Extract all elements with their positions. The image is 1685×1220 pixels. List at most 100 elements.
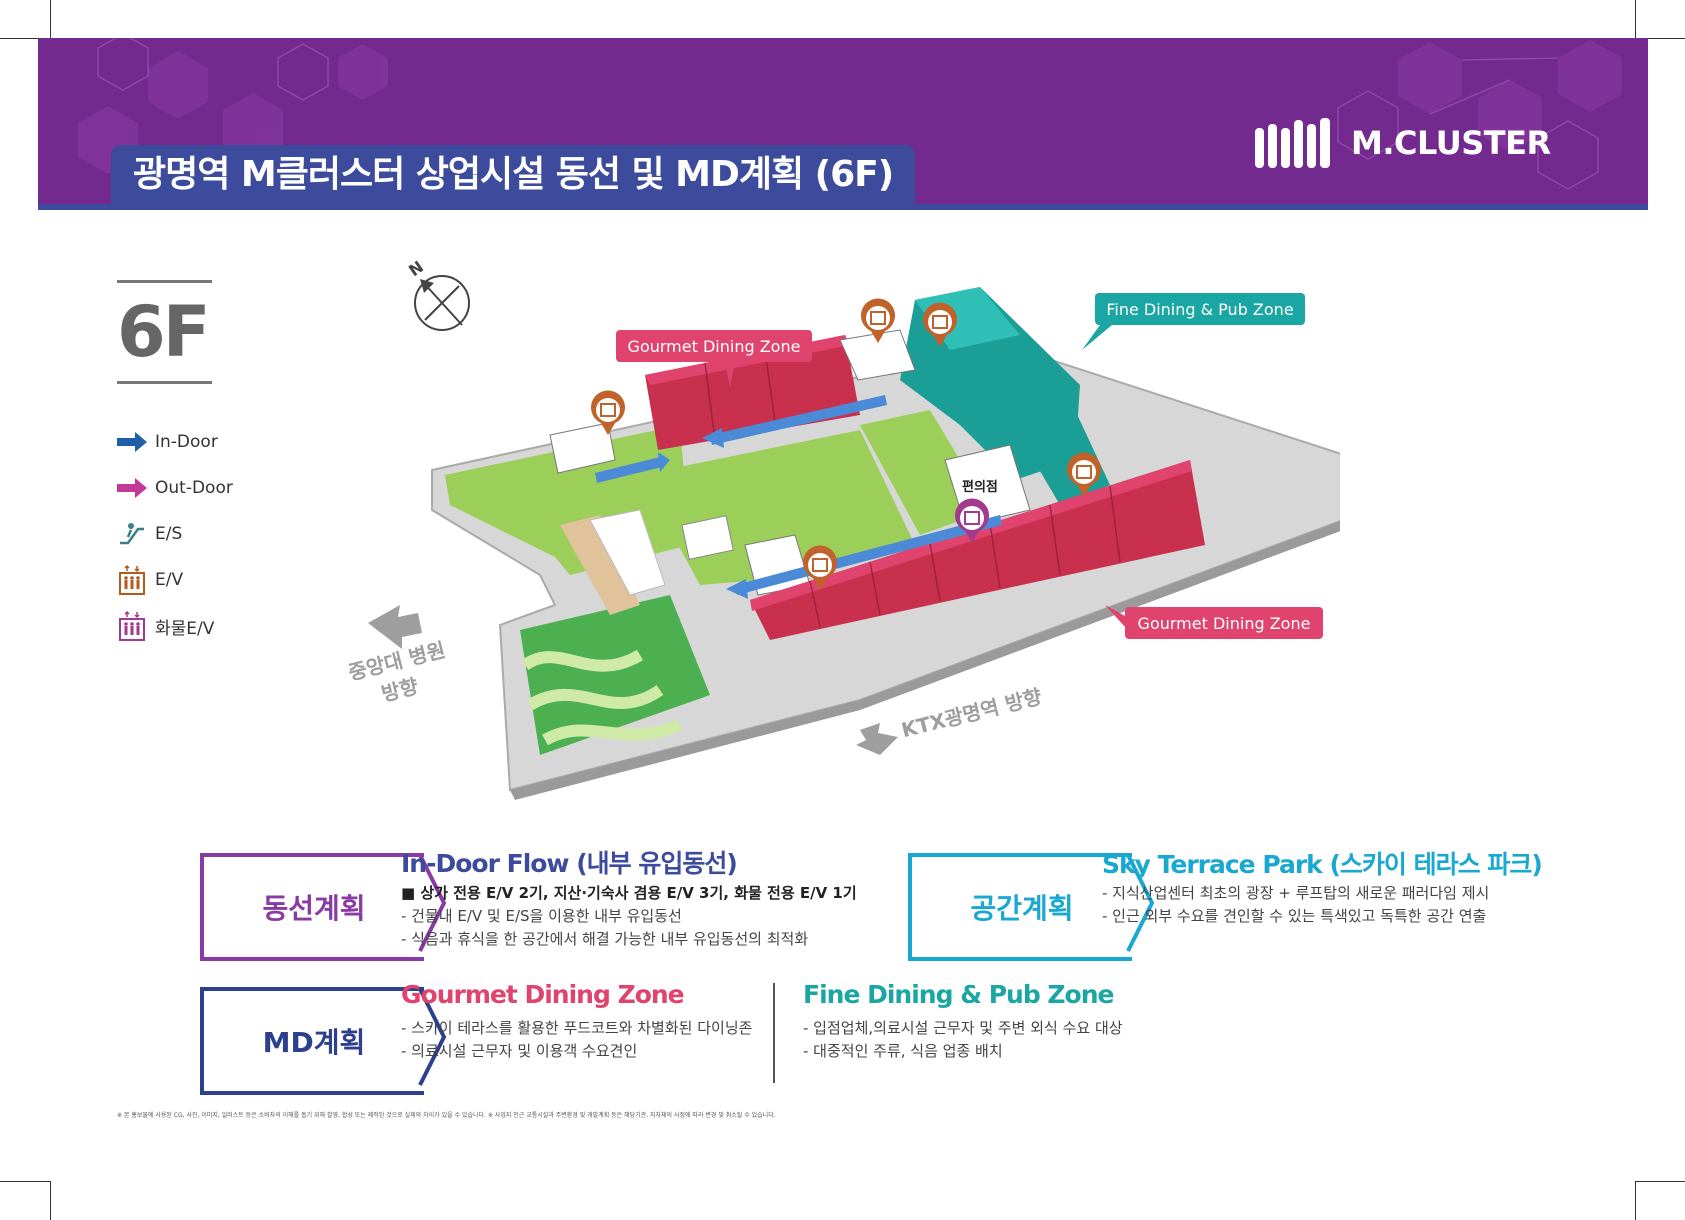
page-title: 광명역 M클러스터 상업시설 동선 및 MD계획 (6F) [111, 145, 916, 205]
callout-fine-dining-pointer [1082, 325, 1112, 350]
indoor-arrow-north [710, 395, 887, 445]
wood-deck [560, 515, 640, 615]
legend-label-escalator: E/S [155, 524, 183, 544]
logo: M.CLUSTER [1255, 118, 1551, 168]
sky-terrace-title: Sky Terrace Park (스카이 테라스 파크) [1102, 850, 1543, 879]
hexagon-pattern [78, 38, 1622, 190]
callout-gourmet-bottom: Gourmet Dining Zone [1138, 614, 1311, 633]
crop-mark-bl-h [0, 1181, 50, 1182]
floor-label: 6F [117, 291, 211, 373]
legend-item-outdoor: Out-Door [117, 471, 233, 505]
floor-rule-bottom [117, 381, 212, 384]
indoor-arrow-icon [117, 427, 147, 457]
callout-gourmet-bottom-bg [1125, 607, 1323, 639]
sky-terrace-line-1: - 지식산업센터 최초의 광장 + 루프탑의 새로운 패러다임 제시 [1102, 884, 1490, 902]
ktx-direction-label: KTX광명역 방향 [899, 684, 1045, 742]
legend-item-freight-elevator: 화물E/V [117, 609, 233, 643]
space-plan-chevron [1126, 854, 1155, 952]
crop-mark-br-v [1635, 1181, 1636, 1220]
legend-item-indoor: In-Door [117, 425, 233, 459]
indoor-arrow-north-head [702, 428, 724, 448]
md-divider [773, 983, 775, 1083]
indoor-arrow-south [735, 515, 1002, 595]
crop-mark-tl-v [50, 0, 51, 38]
disclaimer-footnote: ※ 본 홍보물에 사용된 CG, 사진, 이미지, 일러스트 등은 소비자의 이… [117, 1112, 776, 1119]
indoor-arrow-west-head [658, 452, 670, 472]
md-fine-title: Fine Dining & Pub Zone [803, 980, 1114, 1009]
core-west [549, 422, 616, 474]
compass-letter: N [405, 257, 427, 280]
freight-elevator-marker [955, 498, 989, 543]
floor-rule-top [117, 280, 212, 283]
md-gourmet-title: Gourmet Dining Zone [401, 980, 685, 1009]
flow-plan-box: 동선계획 [200, 853, 424, 961]
outdoor-arrow-icon [117, 473, 147, 503]
crop-mark-tr-h [1635, 38, 1685, 39]
legend-item-escalator: E/S [117, 517, 233, 551]
crop-mark-tr-v [1635, 0, 1636, 38]
legend-item-elevator: E/V [117, 563, 233, 597]
compass-icon [414, 275, 470, 331]
indoor-flow-line-3: - 식음과 휴식을 한 공간에서 해결 가능한 내부 유입동선의 최적화 [401, 930, 809, 948]
callout-fine-dining-bg [1095, 293, 1305, 325]
callout-gourmet-top-bg [616, 330, 812, 362]
elevator-marker-north-2 [923, 302, 957, 347]
garden-stripes [521, 649, 683, 746]
gourmet-zone-top-dividers [704, 350, 777, 441]
hospital-direction-arrow [368, 605, 422, 649]
freight-elevator-icon [117, 611, 147, 641]
crop-mark-tl-h [0, 38, 50, 39]
sky-terrace-lines: - 지식산업센터 최초의 광장 + 루프탑의 새로운 패러다임 제시 - 인근 … [1102, 882, 1489, 928]
m-cluster-logo-icon [1255, 118, 1330, 168]
md-fine-line-2: - 대중적인 주류, 식음 업종 배치 [803, 1042, 1003, 1060]
gourmet-zone-bottom-shape [750, 460, 1205, 640]
floor-plan-map: N [340, 245, 1364, 815]
indoor-flow-line-2: - 건물내 E/V 및 E/S을 이용한 내부 유입동선 [401, 907, 682, 925]
indoor-arrow-south-head [726, 579, 748, 599]
floor-plan-svg: N [346, 257, 1364, 800]
crop-mark-br-h [1635, 1181, 1685, 1182]
logo-text: M.CLUSTER [1351, 124, 1551, 162]
floor-edge [510, 513, 1362, 800]
md-gourmet-line-2: - 의료시설 근무자 및 이용객 수요견인 [401, 1042, 638, 1060]
gourmet-zone-bottom-dividers [809, 485, 1121, 628]
hospital-direction-line2: 방향 [379, 674, 421, 706]
elevator-marker-east [1067, 452, 1101, 497]
callout-gourmet-top: Gourmet Dining Zone [628, 337, 801, 356]
south-garden [520, 595, 710, 755]
md-gourmet-line-1: - 스카이 테라스를 활용한 푸드코트와 차별화된 다이닝존 [401, 1019, 753, 1037]
flow-plan-chevron [418, 854, 447, 952]
md-fine-line-1: - 입점업체,의료시설 근무자 및 주변 외식 수요 대상 [803, 1019, 1123, 1037]
north-lawn [860, 410, 990, 535]
elevator-marker-west [591, 390, 625, 435]
md-gourmet-lines: - 스카이 테라스를 활용한 푸드코트와 차별화된 다이닝존 - 의료시설 근무… [401, 1017, 752, 1063]
ktx-direction-arrow [856, 723, 898, 755]
skylight-pool [589, 509, 666, 596]
banner-bottom-line [38, 204, 1648, 210]
crop-mark-bl-v [50, 1181, 51, 1220]
elevator-icon [117, 565, 147, 595]
legend: In-Door Out-Door E/S E/V 화물E/V [117, 425, 233, 655]
md-fine-lines: - 입점업체,의료시설 근무자 및 주변 외식 수요 대상 - 대중적인 주류,… [803, 1017, 1123, 1063]
floor-indicator: 6F [117, 280, 212, 384]
legend-label-elevator: E/V [155, 570, 184, 590]
space-plan-label: 공간계획 [970, 892, 1074, 925]
callout-gourmet-bottom-pointer [1105, 605, 1127, 629]
flow-plan-label: 동선계획 [262, 892, 366, 925]
space-plan-box: 공간계획 [908, 853, 1132, 961]
legend-label-freight-elevator: 화물E/V [155, 618, 215, 639]
sky-terrace-line-2: - 인근 외부 수요를 견인할 수 있는 특색있고 독특한 공간 연출 [1102, 907, 1487, 925]
md-plan-chevron [418, 988, 447, 1086]
indoor-flow-line-1: ■ 상가 전용 E/V 2기, 지산·기숙사 겸용 E/V 3기, 화물 전용 … [401, 884, 857, 902]
indoor-flow-lines: ■ 상가 전용 E/V 2기, 지산·기숙사 겸용 E/V 3기, 화물 전용 … [401, 882, 857, 951]
callout-gourmet-top-pointer [725, 362, 735, 387]
callout-fine-dining: Fine Dining & Pub Zone [1106, 300, 1293, 319]
store-label: 편의점 [962, 479, 998, 495]
elevator-marker-south [803, 545, 837, 590]
indoor-arrow-west [595, 457, 662, 483]
central-planter [681, 515, 734, 560]
elevator-marker-north-1 [861, 298, 895, 343]
md-plan-label: MD계획 [262, 1026, 366, 1059]
legend-label-indoor: In-Door [155, 432, 218, 452]
md-plan-box: MD계획 [200, 987, 424, 1095]
